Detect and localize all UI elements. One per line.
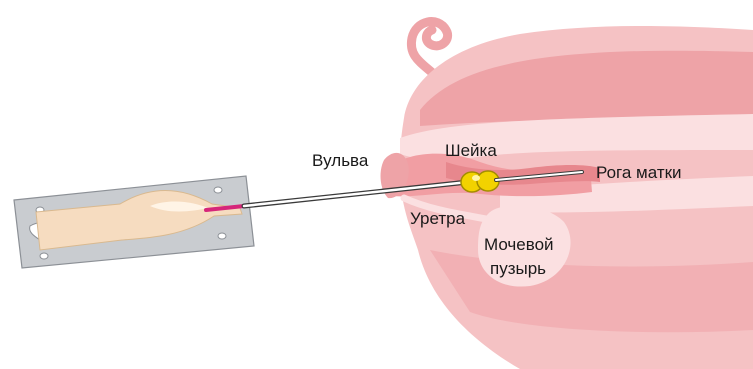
label-urethra: Уретра <box>410 209 466 228</box>
cervix-plug <box>461 171 499 192</box>
label-vulva: Вульва <box>312 151 369 170</box>
label-uterine-horns: Рога матки <box>596 163 682 182</box>
label-bladder-line2: пузырь <box>490 259 546 278</box>
label-cervix: Шейка <box>445 141 497 160</box>
label-bladder-line1: Мочевой <box>484 235 554 254</box>
